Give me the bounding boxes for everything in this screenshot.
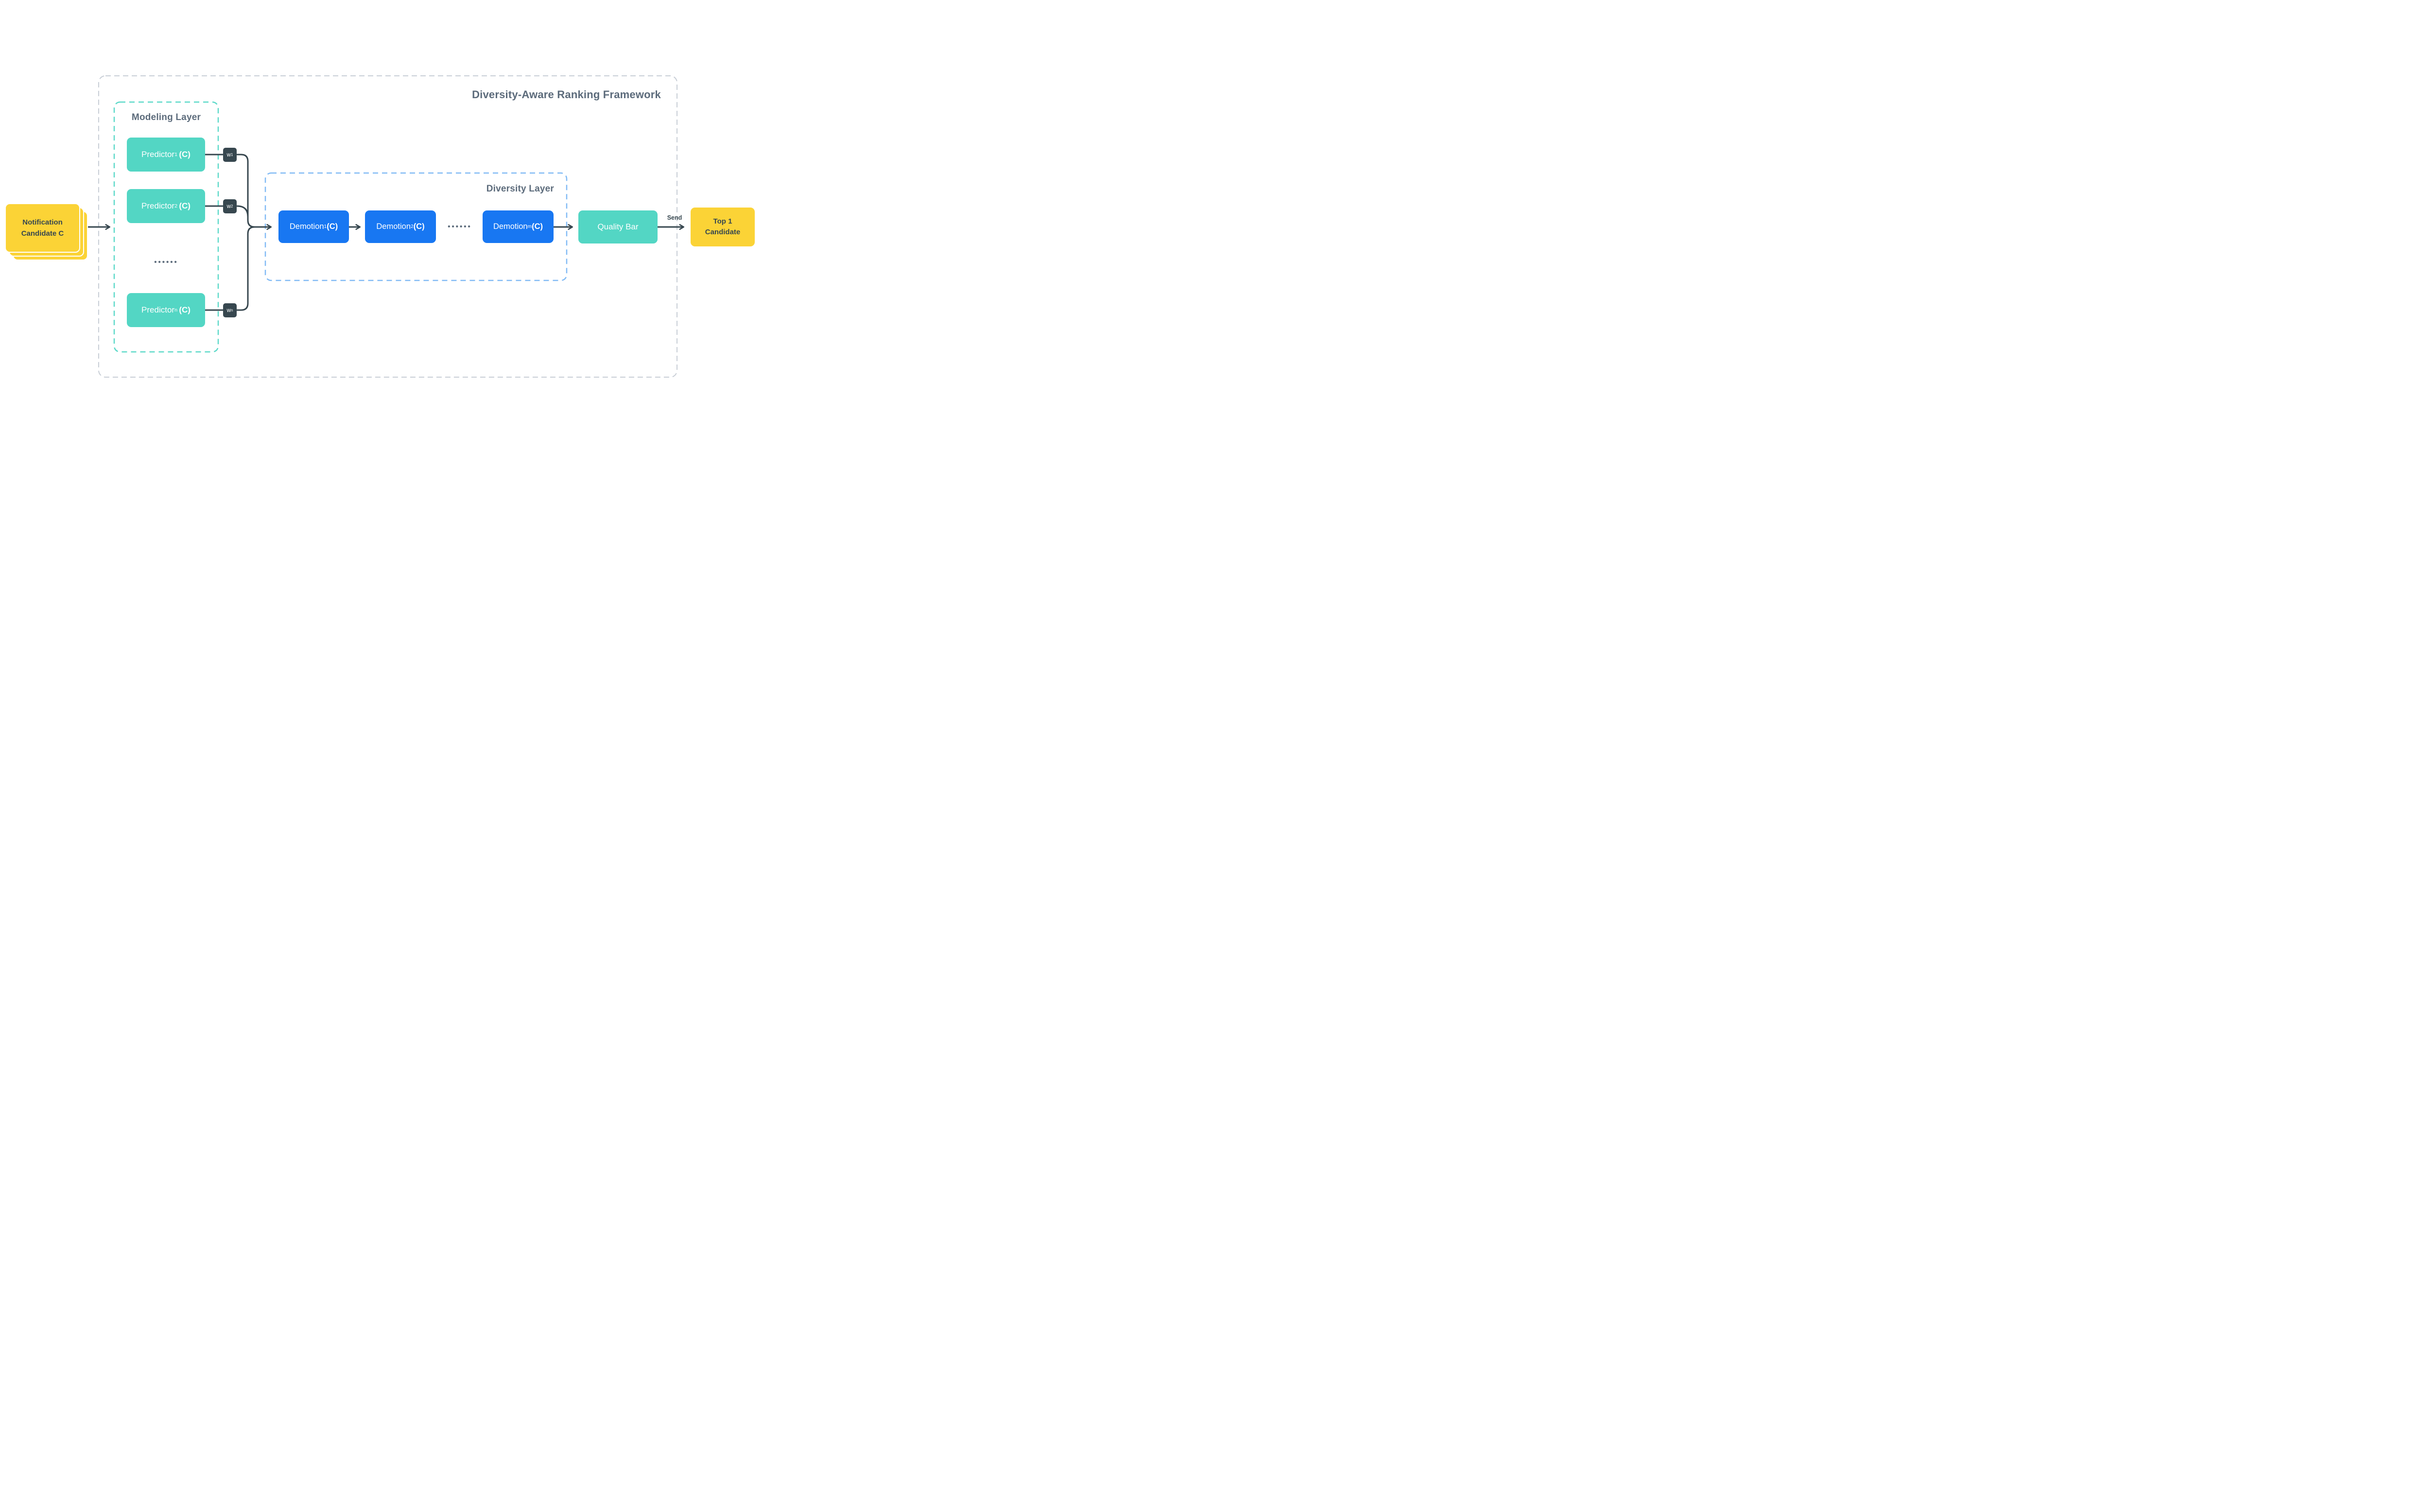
predictor-ellipsis: •••••• bbox=[154, 258, 178, 266]
top1-line2: Candidate bbox=[705, 228, 741, 236]
connector-layer bbox=[82, 75, 685, 378]
top1-line1: Top 1 bbox=[713, 217, 732, 226]
quality-bar-node: Quality Bar bbox=[578, 210, 658, 243]
modeling-layer-title: Modeling Layer bbox=[131, 112, 201, 122]
notification-line1: Notification bbox=[22, 218, 63, 226]
diversity-layer-title: Diversity Layer bbox=[486, 184, 554, 194]
diagram-canvas: Diversity-Aware Ranking Framework Notifi… bbox=[0, 0, 762, 429]
merge-branch-w2 bbox=[236, 205, 249, 218]
top1-candidate-node: Top 1 Candidate bbox=[691, 208, 755, 246]
merge-branch-wn bbox=[236, 226, 256, 311]
framework-title: Diversity-Aware Ranking Framework bbox=[472, 88, 661, 101]
modeling-layer-boundary bbox=[113, 101, 219, 353]
merge-trunk-and-arrow-to-diversity bbox=[236, 154, 272, 230]
send-label: Send bbox=[667, 214, 682, 221]
demotion-ellipsis: •••••• bbox=[448, 223, 472, 231]
